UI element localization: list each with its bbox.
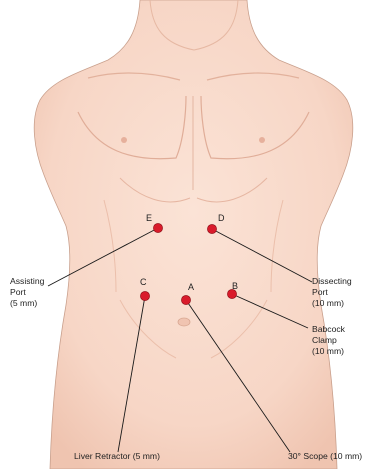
left-nipple	[121, 137, 127, 143]
label-port-e-line2: Port	[10, 287, 26, 297]
port-marker-c	[140, 291, 149, 300]
label-port-b-line1: Babcock	[312, 324, 346, 334]
label-port-b-line3: (10 mm)	[312, 346, 344, 356]
port-marker-a	[181, 295, 190, 304]
label-port-e-line1: Assisting	[10, 276, 45, 286]
label-port-b-line2: Clamp	[312, 335, 337, 345]
label-port-d-line1: Dissecting	[312, 276, 352, 286]
label-port-d-line2: Port	[312, 287, 328, 297]
port-marker-e	[153, 223, 162, 232]
port-letter-c: C	[140, 277, 147, 287]
torso-silhouette	[34, 0, 353, 469]
label-port-c: Liver Retractor (5 mm)	[74, 451, 160, 461]
label-port-d-line3: (10 mm)	[312, 298, 344, 308]
port-marker-d	[207, 224, 216, 233]
navel	[178, 318, 190, 326]
label-port-e-line3: (5 mm)	[10, 298, 37, 308]
port-letter-b: B	[232, 281, 238, 291]
port-letter-e: E	[146, 213, 152, 223]
port-letter-a: A	[188, 282, 194, 292]
port-letter-d: D	[218, 213, 225, 223]
label-port-a: 30° Scope (10 mm)	[288, 451, 362, 461]
right-nipple	[259, 137, 265, 143]
